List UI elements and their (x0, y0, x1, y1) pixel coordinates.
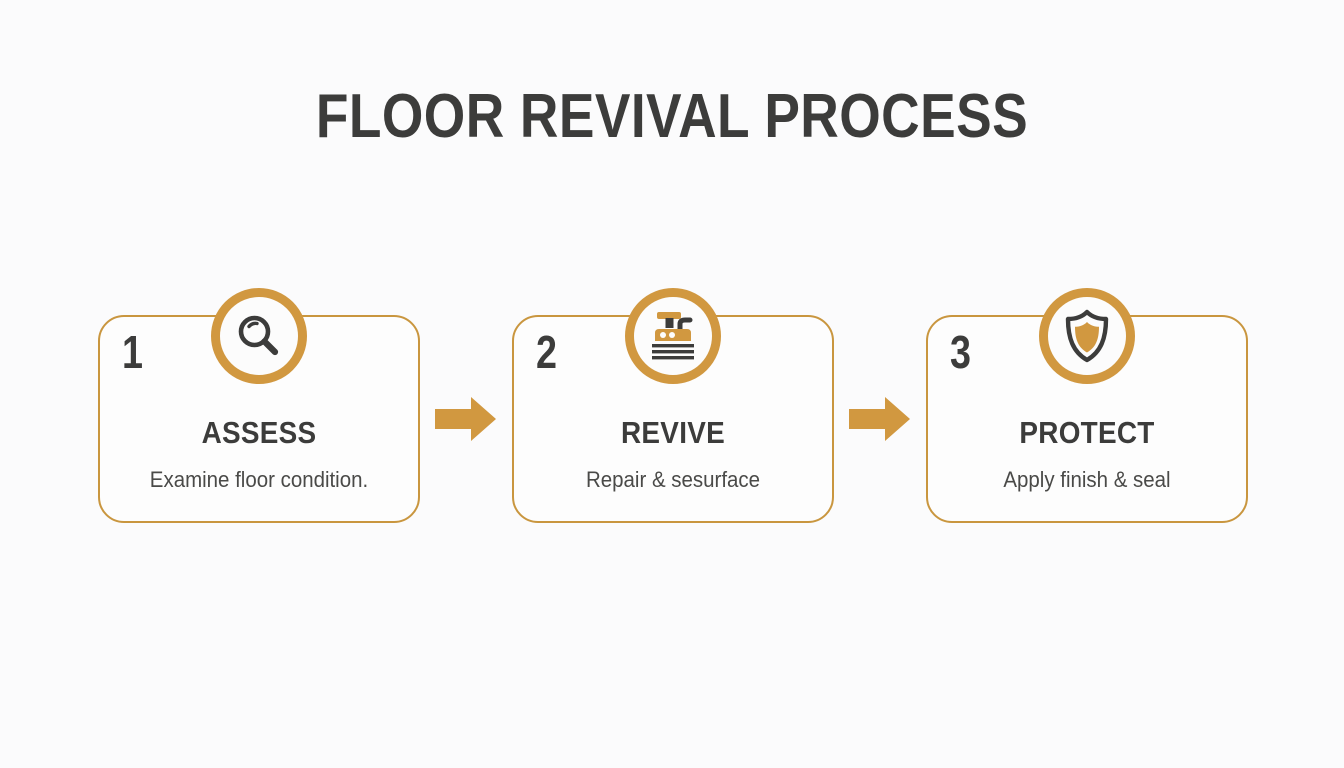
floor-sander-icon (644, 309, 702, 363)
arrow-right-icon (435, 396, 497, 442)
step-heading: ASSESS (201, 415, 317, 450)
step-card-assess[interactable]: 1 ASSESS Examine floor condition. (98, 288, 420, 523)
flow-connector-2 (834, 315, 926, 523)
step-heading: REVIVE (621, 415, 725, 450)
arrow-right-icon (849, 396, 911, 442)
step-card-protect[interactable]: 3 PROTECT Apply finish & seal (926, 288, 1248, 523)
process-flow: 1 ASSESS Examine floor condition. (98, 288, 1248, 525)
step-icon-badge (1039, 288, 1135, 384)
step-number: 3 (950, 326, 971, 378)
step-number: 2 (536, 326, 557, 378)
step-number: 1 (122, 326, 143, 378)
shield-icon (1061, 308, 1113, 364)
step-description: Repair & sesurface (586, 467, 760, 492)
step-description: Apply finish & seal (1003, 467, 1171, 492)
page-title: FLOOR REVIVAL PROCESS (315, 82, 1029, 151)
step-icon-badge (625, 288, 721, 384)
step-icon-badge (211, 288, 307, 384)
step-description: Examine floor condition. (149, 467, 369, 492)
magnifier-icon (231, 308, 287, 364)
flow-connector-1 (420, 315, 512, 523)
step-card-revive[interactable]: 2 (512, 288, 834, 523)
step-heading: PROTECT (1019, 415, 1155, 450)
